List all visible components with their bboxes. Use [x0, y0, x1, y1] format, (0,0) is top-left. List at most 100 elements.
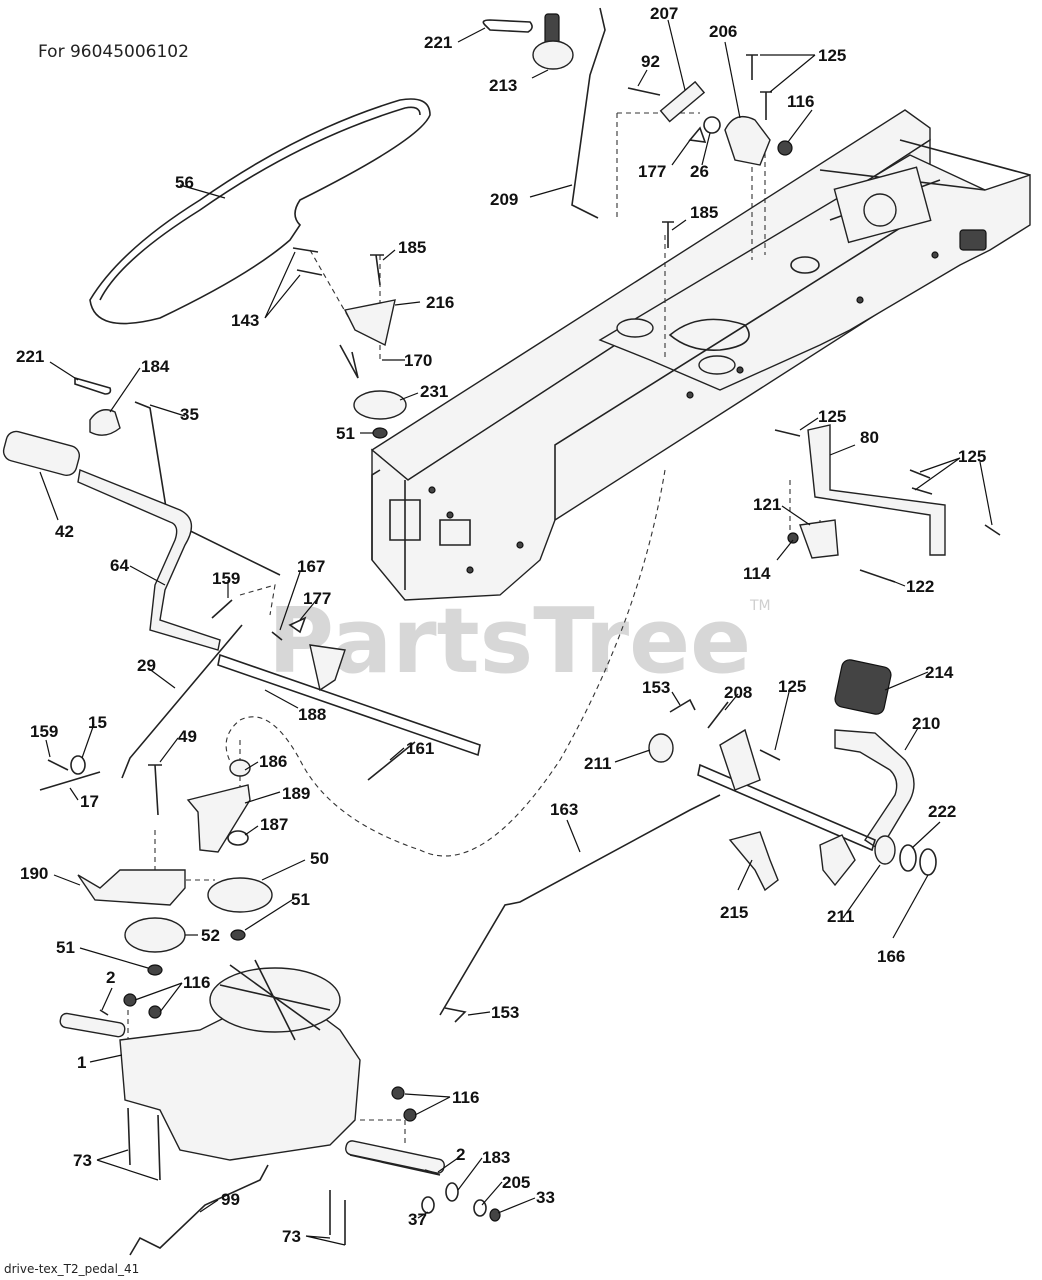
callout-215: 215: [720, 903, 748, 922]
bracket-206: [724, 116, 771, 166]
callout-17: 17: [80, 792, 99, 811]
pin-122: [859, 569, 896, 583]
bolt-92: [627, 87, 661, 96]
callout-73: 73: [73, 1151, 92, 1170]
callout-185: 185: [398, 238, 426, 257]
callout-51: 51: [291, 890, 310, 909]
callout-221: 221: [424, 33, 452, 52]
lever-bracket-207: [659, 80, 706, 123]
screw-143b: [296, 269, 323, 276]
callout-73: 73: [282, 1227, 301, 1246]
callout-125: 125: [958, 447, 986, 466]
transaxle-assembly: [59, 959, 445, 1176]
callout-210: 210: [912, 714, 940, 733]
bolt-185b: [370, 254, 384, 286]
callout-190: 190: [20, 864, 48, 883]
callout-206: 206: [709, 22, 737, 41]
callout-167: 167: [297, 557, 325, 576]
callout-187: 187: [260, 815, 288, 834]
callout-116: 116: [183, 973, 210, 992]
hairpin-clip-159a: [211, 599, 233, 619]
nut-114: [787, 532, 799, 544]
nut-116b: [123, 993, 137, 1007]
callout-121: 121: [753, 495, 781, 514]
callout-214: 214: [925, 663, 954, 682]
lift-lever-rod: [571, 7, 606, 219]
callout-35: 35: [180, 405, 199, 424]
clip-33: [489, 1208, 501, 1222]
callout-213: 213: [489, 76, 517, 95]
bolt-125d: [909, 469, 933, 495]
callout-211: 211: [827, 907, 854, 926]
bushing-211b: [874, 835, 896, 865]
callout-221: 221: [16, 347, 44, 366]
pulley-52: [124, 917, 186, 953]
callout-177: 177: [303, 589, 331, 608]
callout-116: 116: [787, 92, 814, 111]
hairpin-clip-153a: [669, 698, 696, 713]
nut-116c: [148, 1005, 162, 1019]
callout-216: 216: [426, 293, 454, 312]
spring-208: [707, 701, 729, 729]
pulley-50: [207, 877, 273, 913]
callout-170: 170: [404, 351, 432, 370]
watermark-text: PartsTree: [268, 589, 751, 694]
callout-51: 51: [336, 424, 355, 443]
pedal-bracket-right: [719, 728, 761, 791]
callout-143: 143: [231, 311, 259, 330]
key-2b: [424, 1169, 439, 1175]
spring-161: [367, 741, 416, 781]
spring-washer-26: [703, 116, 721, 134]
callout-2: 2: [456, 1145, 465, 1164]
washer-187: [227, 830, 249, 846]
callout-42: 42: [55, 522, 74, 541]
hairpin-clip-177a: [688, 126, 707, 143]
spring-170: [339, 344, 359, 379]
callout-163: 163: [550, 800, 578, 819]
callout-125: 125: [818, 407, 846, 426]
pin-125f: [759, 749, 781, 761]
callout-159: 159: [30, 722, 58, 741]
grip-42: [2, 430, 81, 477]
washer-222: [899, 844, 917, 872]
key-2a: [99, 1009, 109, 1016]
callout-183: 183: [482, 1148, 510, 1167]
callout-231: 231: [420, 382, 448, 401]
callout-188: 188: [298, 705, 326, 724]
pedal-shaft: [697, 763, 876, 852]
callout-153: 153: [491, 1003, 519, 1022]
hairpin-clip-top: [482, 19, 533, 33]
screw-143a: [292, 247, 319, 253]
callout-184: 184: [141, 357, 170, 376]
lift-knob: [532, 13, 574, 70]
bolt-73b: [329, 1190, 346, 1245]
washer-205: [473, 1199, 487, 1217]
callout-99: 99: [221, 1190, 240, 1209]
callout-80: 80: [860, 428, 879, 447]
pedal-pad-215: [728, 831, 779, 892]
callout-leaders: [39, 19, 993, 1246]
bushing-211a: [648, 733, 674, 763]
spacer-183: [445, 1182, 459, 1202]
idler-bracket-216: [343, 299, 396, 347]
rod-163: [439, 794, 721, 1016]
callout-177: 177: [638, 162, 666, 181]
callout-2: 2: [106, 968, 115, 987]
callout-159: 159: [212, 569, 240, 588]
bracket-121: [799, 519, 839, 559]
callout-labels: 221 213 207 206 125 92 116 177 26 209 18…: [16, 4, 986, 1246]
callout-166: 166: [877, 947, 905, 966]
callout-122: 122: [906, 577, 934, 596]
bushing-186: [229, 759, 251, 777]
pedal-bracket: [309, 644, 346, 692]
model-number-label: For 96045006102: [38, 42, 189, 62]
frame-assembly: [370, 109, 1031, 601]
callout-125: 125: [818, 46, 846, 65]
bypass-rod-99: [129, 1164, 269, 1256]
nut-51c: [147, 964, 163, 976]
callout-52: 52: [201, 926, 220, 945]
drive-belt: [89, 98, 431, 325]
bolt-49: [148, 764, 162, 816]
bracket-80: [807, 424, 946, 556]
